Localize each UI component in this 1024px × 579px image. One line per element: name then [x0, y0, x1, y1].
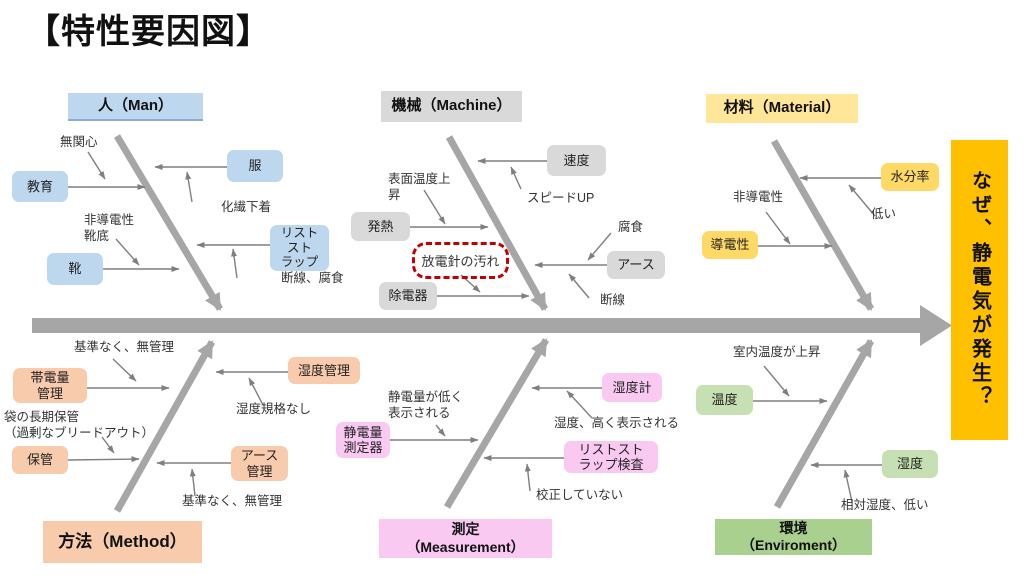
category-environment: 環境 （Enviroment） [715, 519, 872, 555]
spine-arrow [32, 305, 952, 346]
cause-temperature: 温度 [696, 385, 753, 415]
diagram-title: 【特性要因図】 [26, 13, 271, 51]
note-relative-humidity-low: 相対湿度、低い [841, 498, 929, 512]
note-nonconductive: 非導電性 [733, 190, 784, 204]
note-bag-long-storage: 袋の長期保管 （過剰なブリードアウト） [4, 410, 155, 441]
note-room-temp-rise: 室内温度が上昇 [733, 345, 821, 359]
cause-moisture-rate: 水分率 [881, 163, 939, 191]
note-no-standard-top: 基準なく、無管理 [74, 340, 175, 354]
note-speed-up: スピードUP [527, 191, 595, 205]
note-surface-temp-rise: 表面温度上 昇 [388, 172, 451, 203]
note-corrosion: 腐食 [618, 220, 644, 234]
effect-box: なぜ、静電気が発生？ [951, 140, 1008, 440]
category-material: 材料（Material） [706, 94, 858, 123]
cause-humidity: 湿度 [882, 450, 938, 478]
cause-education: 教育 [12, 171, 68, 202]
note-synthetic-underwear: 化繊下着 [221, 200, 272, 214]
category-man: 人（Man） [68, 93, 203, 121]
cause-clothes: 服 [227, 150, 283, 182]
cause-humidity-management: 湿度管理 [288, 357, 360, 384]
note-humidity-reads-high: 湿度、高く表示される [554, 416, 680, 430]
cause-earth: アース [607, 251, 665, 279]
note-nonconductive-sole: 非導電性 靴底 [84, 213, 135, 244]
cause-wrist-strap: リスト スト ラップ [270, 225, 329, 271]
cause-conductivity: 導電性 [702, 231, 758, 259]
category-method: 方法（Method） [43, 521, 202, 563]
note-indifference: 無関心 [60, 135, 98, 149]
cause-wrist-strap-check: リストスト ラップ検査 [564, 441, 658, 473]
note-reads-low: 静電量が低く 表示される [388, 390, 464, 421]
note-not-calibrated: 校正していない [536, 488, 624, 502]
category-measurement: 測定 （Measurement） [379, 519, 552, 558]
cause-earth-management: アース 管理 [231, 446, 288, 481]
cause-static-meter: 静電量 測定器 [336, 422, 390, 458]
category-machine: 機械（Machine） [381, 91, 522, 122]
cause-charge-management: 帯電量 管理 [13, 368, 87, 403]
note-no-standard-bottom: 基準なく、無管理 [182, 494, 283, 508]
highlight-discharge-needle-dirt: 放電針の汚れ [412, 242, 509, 279]
cause-heat: 発熱 [351, 212, 410, 241]
cause-shoes: 靴 [47, 253, 103, 285]
cause-speed: 速度 [547, 145, 606, 176]
cause-storage: 保管 [12, 446, 68, 474]
note-low: 低い [871, 207, 897, 221]
cause-static-eliminator: 除電器 [379, 282, 437, 310]
note-wire-break: 断線 [600, 293, 626, 307]
note-break-corrosion: 断線、腐食 [281, 271, 344, 285]
cause-hygrometer: 湿度計 [602, 373, 662, 402]
note-no-humidity-standard: 湿度規格なし [236, 402, 312, 416]
